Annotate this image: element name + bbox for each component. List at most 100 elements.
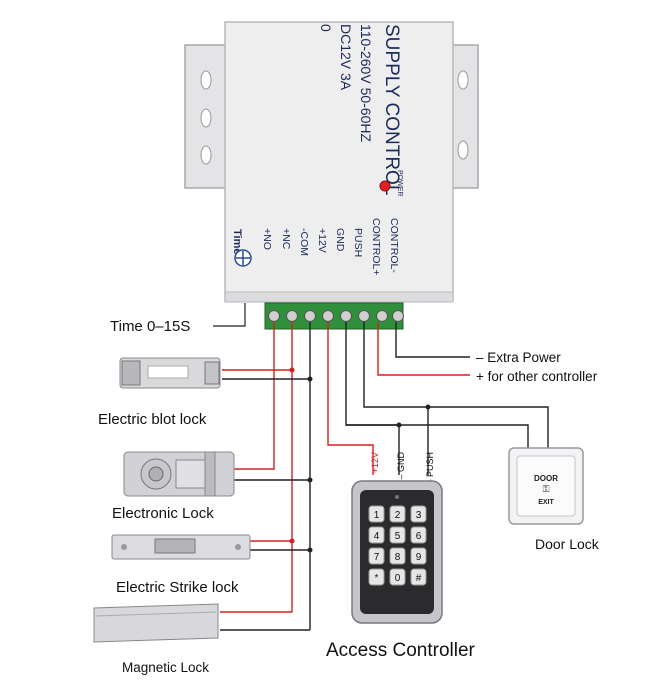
- power-supply-unit: SUPPLY CONTROL 110-260V 50-60HZ DC12V 3A…: [184, 21, 479, 330]
- terminal-screw: [376, 310, 388, 322]
- time-pointer-line: [213, 303, 246, 327]
- keypad-key-label: 0: [395, 573, 401, 584]
- mount-hole: [457, 140, 469, 160]
- electric-bolt-lock: [119, 357, 221, 389]
- terminal-label-control-plus: CONTROL+: [370, 218, 382, 275]
- keypad-key[interactable]: [410, 547, 427, 565]
- terminal-screw: [392, 310, 404, 322]
- junction-dot: [396, 422, 402, 428]
- keypad-key[interactable]: [368, 526, 385, 544]
- mount-hole: [200, 108, 212, 128]
- keypad-key-label: *: [375, 573, 379, 584]
- psu-extra: 0: [318, 24, 334, 32]
- keypad-key-label: 2: [395, 510, 401, 521]
- terminal-screw: [286, 310, 298, 322]
- terminal-labels: +NO +NC -COM +12V GND PUSH CONTROL+ CONT…: [261, 218, 400, 275]
- power-label: POWER: [396, 170, 403, 196]
- wire-no: [232, 322, 275, 470]
- exit-button-top-text: DOOR: [534, 474, 558, 483]
- keypad-key-label: 3: [416, 510, 422, 521]
- keypad-key-label: 6: [416, 531, 422, 542]
- keypad-sensor: [395, 495, 399, 499]
- psu-title: SUPPLY CONTROL: [381, 24, 402, 195]
- terminal-label-gnd: GND: [334, 228, 346, 252]
- psu-body: [224, 21, 454, 301]
- junction-dot: [289, 538, 295, 544]
- door-lock-label: Door Lock: [535, 536, 600, 552]
- exit-button-bottom-text: EXIT: [538, 499, 554, 506]
- wire-control-minus: [395, 322, 470, 358]
- keypad-key-label: #: [416, 573, 422, 584]
- electronic-lock-plate: [204, 451, 216, 497]
- terminal-label-push: PUSH: [352, 228, 364, 257]
- keypad-key-label: 4: [374, 531, 380, 542]
- wire-12v: [327, 322, 374, 475]
- keypad-key[interactable]: [368, 505, 385, 523]
- terminal-screw: [322, 310, 334, 322]
- keypad-key-label: 1: [374, 510, 380, 521]
- terminal-label-12v: +12V: [316, 228, 328, 253]
- junction-dots: [289, 367, 431, 553]
- extra-power-label: – Extra Power: [476, 350, 561, 365]
- electronic-lock-keyhole: [148, 466, 164, 482]
- psu-voltage: 110-260V 50-60HZ: [358, 24, 374, 142]
- keypad-key[interactable]: [410, 568, 427, 586]
- keypad-key[interactable]: [410, 526, 427, 544]
- time-label: Time: [231, 229, 243, 254]
- access-controller-label: Access Controller: [326, 640, 476, 661]
- wire-label-gnd: – GND: [396, 452, 406, 480]
- terminal-label-nc: +NC: [280, 228, 292, 250]
- keypad-key-label: 7: [374, 552, 380, 563]
- keypad-key[interactable]: [410, 505, 427, 523]
- strike-lock-screw: [121, 544, 127, 550]
- keypad-key-label: 8: [395, 552, 401, 563]
- junction-dot: [425, 404, 431, 410]
- terminal-label-no: +NO: [261, 228, 273, 250]
- junction-dot: [289, 367, 295, 373]
- exit-button-device: DOOR ⚿ EXIT: [508, 447, 584, 525]
- magnetic-lock-body: [93, 603, 219, 643]
- electronic-lock-latch: [175, 459, 207, 489]
- wire-control-plus: [377, 322, 470, 376]
- bolt-lock-bolt: [204, 361, 220, 385]
- mount-hole: [200, 70, 212, 90]
- keypad-key[interactable]: [389, 526, 406, 544]
- wire-label-push: – PUSH: [425, 452, 435, 485]
- terminal-screw: [358, 310, 370, 322]
- junction-dot: [307, 547, 313, 553]
- power-led: [379, 180, 391, 192]
- electronic-lock: [123, 451, 235, 497]
- mount-hole: [200, 145, 212, 165]
- keypad-key[interactable]: [389, 505, 406, 523]
- electronic-lock-label: Electronic Lock: [112, 505, 214, 522]
- keypad-key[interactable]: [389, 568, 406, 586]
- bolt-lock-label: Electric blot lock: [98, 411, 207, 428]
- wire-gnd-exit: [346, 424, 529, 450]
- magnetic-lock-edge: [95, 611, 217, 617]
- strike-lock-keeper: [154, 538, 196, 554]
- magnetic-lock-label: Magnetic Lock: [122, 660, 209, 675]
- terminal-screw: [340, 310, 352, 322]
- key-icon: ⚿: [543, 485, 550, 495]
- mount-hole: [457, 70, 469, 90]
- terminal-label-control-minus: CONTROL-: [388, 218, 400, 273]
- keypad-key[interactable]: [368, 568, 385, 586]
- terminal-screw: [304, 310, 316, 322]
- psu-output: DC12V 3A: [338, 24, 354, 91]
- keypad-key[interactable]: [368, 547, 385, 565]
- keypad-key-label: 9: [416, 552, 422, 563]
- magnetic-lock: [93, 603, 219, 643]
- keypad-key[interactable]: [389, 547, 406, 565]
- bolt-lock-end: [121, 360, 141, 386]
- wire-push: [363, 322, 549, 450]
- strike-lock-screw: [235, 544, 241, 550]
- wires: [220, 322, 549, 631]
- terminal-label-com: -COM: [298, 228, 310, 256]
- exit-button-face[interactable]: [516, 455, 576, 517]
- psu-bottom-edge: [224, 291, 454, 303]
- junction-dot: [307, 376, 313, 382]
- extra-power-desc: + for other controller: [476, 369, 598, 384]
